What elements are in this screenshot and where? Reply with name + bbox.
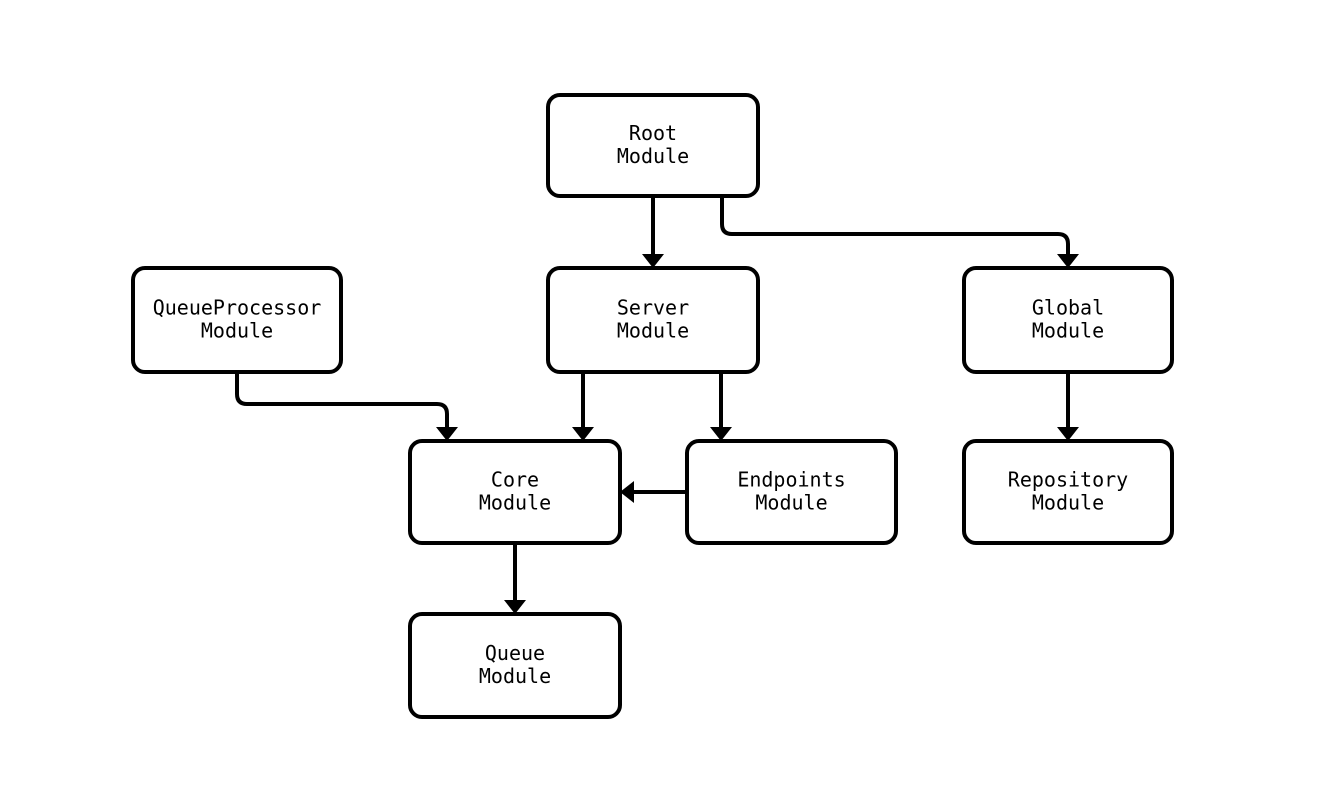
endpoints-module-node-box[interactable] [685,439,898,545]
repository-module-node-label-line1: Repository [1008,468,1128,492]
edge-root-to-global-line [720,196,1070,256]
endpoints-module-node-label-line2: Module [755,491,827,515]
nodes-layer: RootModuleQueueProcessorModuleServerModu… [131,93,1174,719]
edge-root-to-global-arrowhead-icon [1057,254,1079,268]
edge-global-to-repository-arrowhead-icon [1057,427,1079,441]
core-module-node-label-line2: Module [479,491,551,515]
server-module-node-label-line1: Server [617,296,689,320]
edge-root-to-server-arrowhead-icon [642,254,664,268]
queueprocessor-module-node-label-line1: QueueProcessor [153,296,322,320]
edge-endpoints-to-core-arrowhead-icon [620,481,634,503]
core-module-node-label-line1: Core [491,468,539,492]
queue-module-node-box[interactable] [408,612,622,719]
edge-core-to-queue-arrowhead-icon [504,600,526,614]
queueprocessor-module-node-label-line2: Module [201,319,273,343]
root-module-node-label-line1: Root [629,121,677,145]
edge-server-to-endpoints [710,372,732,441]
edge-endpoints-to-core [620,481,687,503]
core-module-node-box[interactable] [408,439,622,545]
global-module-node-box[interactable] [962,266,1174,374]
edges-layer [235,196,1079,614]
edge-core-to-queue [504,543,526,614]
server-module-node-label-line2: Module [617,319,689,343]
edge-server-to-endpoints-arrowhead-icon [710,427,732,441]
edge-queueprocessor-to-core-line [235,372,449,429]
root-module-node-label-line2: Module [617,144,689,168]
edge-global-to-repository [1057,372,1079,441]
endpoints-module-node-label-line1: Endpoints [737,468,845,492]
repository-module-node-box[interactable] [962,439,1174,545]
queue-module-node-label-line2: Module [479,664,551,688]
edge-server-to-core-arrowhead-icon [572,427,594,441]
edge-queueprocessor-to-core-arrowhead-icon [436,427,458,441]
repository-module-node-label-line2: Module [1032,491,1104,515]
root-module-node-box[interactable] [546,93,760,198]
queue-module-node-label-line1: Queue [485,641,545,665]
edge-root-to-server [642,196,664,268]
server-module-node-box[interactable] [546,266,760,374]
global-module-node-label-line1: Global [1032,296,1104,320]
global-module-node-label-line2: Module [1032,319,1104,343]
edge-root-to-global [720,196,1079,268]
edge-server-to-core [572,372,594,441]
queueprocessor-module-node-box[interactable] [131,266,343,374]
edge-queueprocessor-to-core [235,372,458,441]
